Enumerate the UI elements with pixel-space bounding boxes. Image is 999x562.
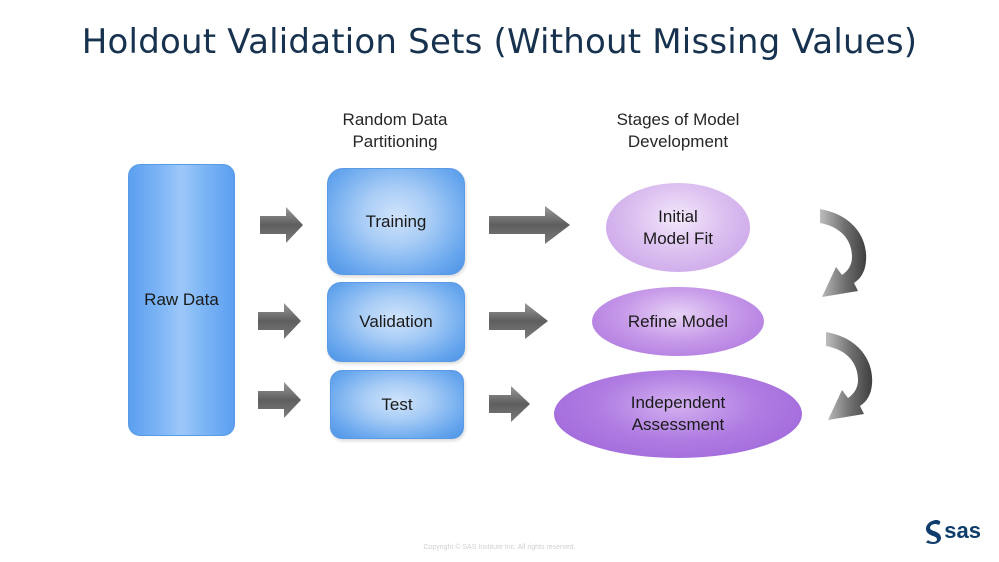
test-box: Test: [330, 370, 464, 439]
page-title: Holdout Validation Sets (Without Missing…: [81, 22, 918, 62]
validation-label: Validation: [359, 312, 433, 331]
training-label: Training: [365, 211, 427, 231]
initial-model-fit-line-1: Initial: [658, 206, 698, 226]
arrow-right-icon: [489, 206, 570, 244]
raw-data-label: Raw Data: [144, 290, 219, 309]
arrow-right-icon: [489, 303, 548, 339]
independent-assessment-line-1: Independent: [630, 393, 726, 412]
test-label: Test: [381, 394, 413, 414]
arrow-right-icon: [258, 303, 301, 339]
stages-header: Stages of Model Development: [598, 109, 758, 153]
arrow-right-icon: [260, 207, 303, 243]
sas-logo-text: sas: [944, 518, 981, 543]
partition-header-line-2: Partitioning: [352, 132, 438, 151]
sas-logo-mark-icon: [926, 520, 942, 544]
copyright-footer: Copyright © SAS Institute Inc. All right…: [423, 544, 576, 551]
raw-data-box: Raw Data: [128, 164, 235, 436]
initial-model-fit-line-2: Model Fit: [643, 228, 713, 248]
partition-header: Random Data Partitioning: [320, 109, 470, 153]
refine-model-label: Refine Model: [627, 311, 729, 331]
sas-logo: sas: [923, 518, 981, 544]
validation-box: Validation: [327, 282, 465, 362]
arrow-right-icon: [489, 386, 530, 422]
initial-model-fit-ellipse: Initial Model Fit: [606, 183, 750, 272]
curved-arrow-icon: [820, 209, 867, 297]
refine-model-ellipse: Refine Model: [592, 287, 764, 356]
independent-assessment-ellipse: Independent Assessment: [554, 370, 802, 458]
arrow-right-icon: [258, 382, 301, 418]
curved-arrow-icon: [826, 332, 873, 420]
training-box: Training: [327, 168, 465, 275]
partition-header-line-1: Random Data: [342, 110, 448, 129]
stages-header-line-2: Development: [627, 132, 729, 151]
stages-header-line-1: Stages of Model: [616, 110, 740, 129]
independent-assessment-line-2: Assessment: [631, 415, 725, 434]
